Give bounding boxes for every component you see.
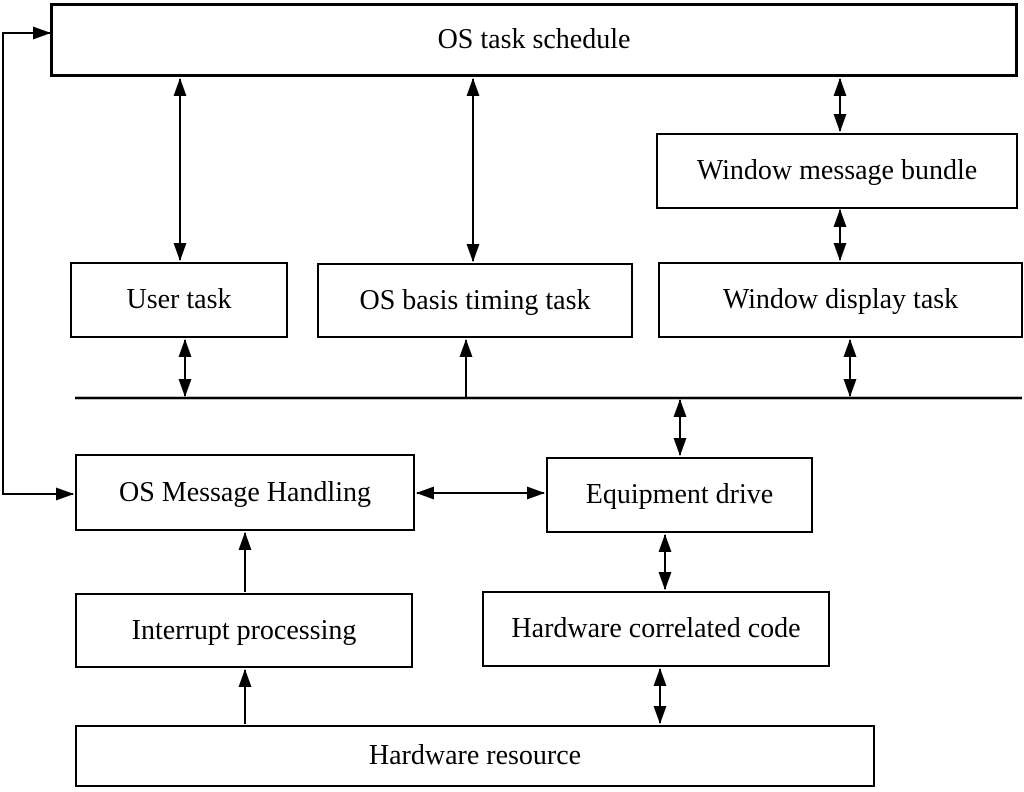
node-user-task: User task: [70, 262, 288, 338]
node-equipment-drive-label: Equipment drive: [585, 479, 774, 510]
node-interrupt-processing-label: Interrupt processing: [131, 614, 357, 646]
node-window-display-task: Window display task: [658, 262, 1023, 338]
node-hardware-resource-label: Hardware resource: [368, 740, 582, 771]
node-os-message-handling: OS Message Handling: [75, 454, 415, 531]
node-window-message-bundle: Window message bundle: [656, 133, 1018, 209]
node-window-display-task-label: Window display task: [722, 284, 959, 315]
node-user-task-label: User task: [126, 284, 232, 315]
node-os-basis-timing-task: OS basis timing task: [317, 263, 633, 338]
node-equipment-drive: Equipment drive: [546, 457, 813, 533]
node-os-task-schedule-label: OS task schedule: [437, 24, 631, 55]
node-hardware-correlated-code-label: Hardware correlated code: [511, 613, 801, 644]
node-os-task-schedule: OS task schedule: [50, 3, 1018, 77]
node-os-message-handling-label: OS Message Handling: [119, 476, 371, 508]
node-interrupt-processing: Interrupt processing: [75, 593, 413, 668]
node-hardware-correlated-code: Hardware correlated code: [482, 591, 830, 667]
node-hardware-resource: Hardware resource: [75, 725, 875, 787]
node-window-message-bundle-label: Window message bundle: [696, 155, 978, 186]
edge-loop-os-message-handling-os-task-schedule: [2, 26, 74, 501]
node-os-basis-timing-task-label: OS basis timing task: [359, 284, 591, 316]
